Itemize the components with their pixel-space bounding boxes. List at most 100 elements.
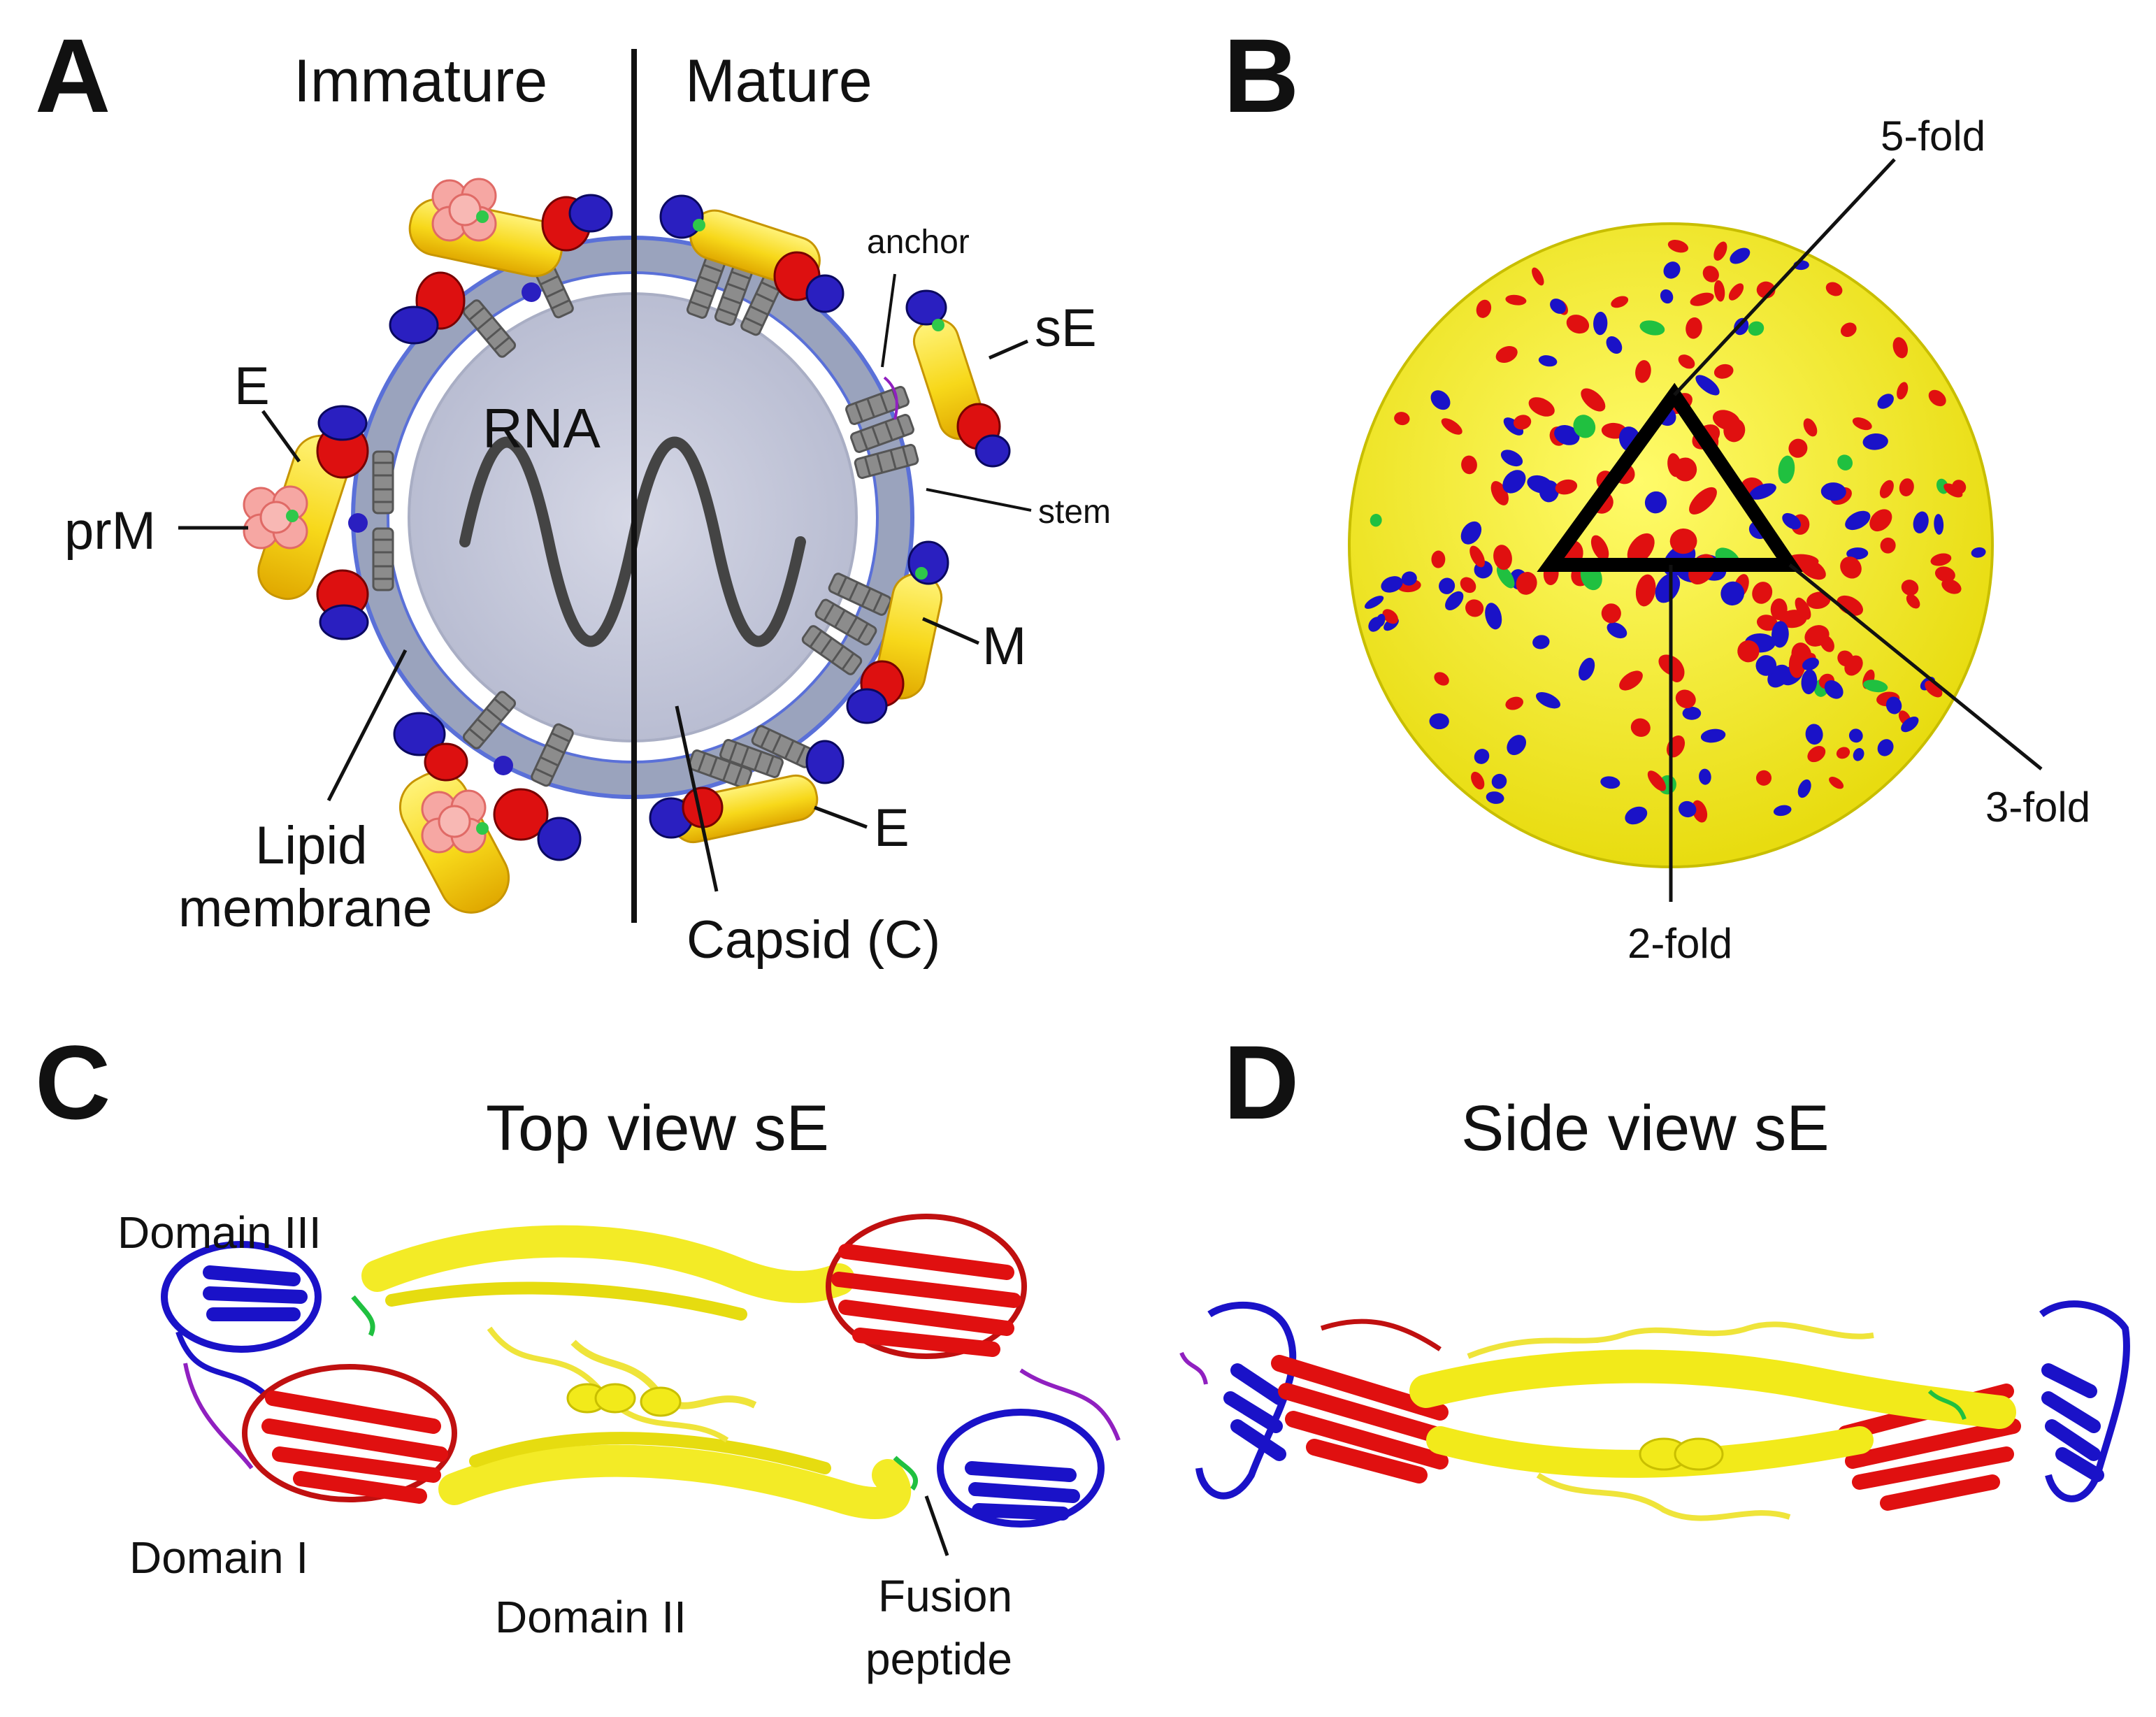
surface-patch xyxy=(1429,713,1449,730)
surface-patch xyxy=(1394,412,1410,426)
surface-patch xyxy=(1807,746,1826,763)
surface-patch xyxy=(1879,480,1894,498)
e-right-leader xyxy=(814,805,868,829)
surface-patch xyxy=(1678,354,1695,369)
surface-patch xyxy=(1678,800,1697,818)
se-leader xyxy=(989,339,1028,360)
surface-patch xyxy=(1934,514,1944,535)
immature-spike-bottom xyxy=(393,689,582,914)
surface-patch xyxy=(1840,556,1862,579)
surface-patch xyxy=(1798,558,1826,580)
surface-patch xyxy=(1899,478,1914,496)
surface-patch xyxy=(1431,550,1446,568)
surface-patch xyxy=(1737,640,1760,663)
surface-patch xyxy=(1690,292,1714,306)
surface-patch xyxy=(1845,510,1871,531)
capsid-leader xyxy=(675,705,719,892)
surface-patch xyxy=(1635,360,1651,383)
rna-label: RNA xyxy=(482,397,601,459)
fold5-label: 5-fold xyxy=(1881,113,1985,159)
surface-patch xyxy=(1862,433,1888,450)
surface-patch xyxy=(1892,337,1909,359)
surface-patch xyxy=(1601,603,1621,624)
surface-patch xyxy=(1925,680,1943,698)
surface-patch xyxy=(1778,455,1795,484)
mature-label: Mature xyxy=(685,48,872,115)
surface-patch xyxy=(1757,615,1778,631)
surface-patch xyxy=(1364,596,1384,609)
surface-patch xyxy=(1773,805,1792,817)
e-left-label: E xyxy=(234,357,270,416)
lipid-label-line1: Lipid xyxy=(255,816,368,875)
prm-label: prM xyxy=(64,501,156,561)
surface-patch xyxy=(1941,579,1962,594)
anchor-leader xyxy=(881,273,896,368)
fusion-leader xyxy=(924,1495,949,1556)
surface-patch xyxy=(1536,691,1560,709)
mature-spike-top xyxy=(659,194,845,338)
fold3-leader xyxy=(1788,563,2043,770)
surface-patch xyxy=(1730,247,1751,264)
surface-patch xyxy=(1801,669,1818,695)
surface-patch xyxy=(1495,346,1518,363)
surface-patch xyxy=(1752,582,1773,604)
fusion-label-line2: peptide xyxy=(865,1634,1012,1684)
surface-patch xyxy=(1971,547,1986,558)
surface-patch xyxy=(1600,776,1620,789)
surface-patch xyxy=(1829,777,1844,789)
mature-spike-right-upper xyxy=(844,376,920,480)
surface-patch xyxy=(1702,266,1719,282)
surface-patch xyxy=(1606,336,1623,354)
surface-patch xyxy=(1663,261,1681,279)
fold5-leader xyxy=(1673,158,1896,396)
surface-patch xyxy=(1840,322,1857,337)
surface-patch xyxy=(1853,748,1864,761)
lipid-leader xyxy=(326,649,408,802)
surface-patch xyxy=(1788,438,1808,458)
panel-letter-b: B xyxy=(1223,17,1299,134)
surface-patch xyxy=(1901,580,1919,596)
surface-patch xyxy=(1692,800,1708,823)
surface-patch xyxy=(1877,739,1894,756)
panel-letter-d: D xyxy=(1223,1023,1299,1141)
mature-spike-right-middle xyxy=(800,540,949,724)
surface-patch xyxy=(1755,770,1772,786)
surface-patch xyxy=(1803,418,1818,437)
e-right-label: E xyxy=(874,798,910,858)
surface-patch xyxy=(1686,317,1702,339)
immature-spikes xyxy=(243,178,613,914)
surface-patch xyxy=(1824,680,1844,699)
surface-patch xyxy=(1880,537,1896,554)
surface-patch xyxy=(1713,364,1734,379)
surface-patch xyxy=(1728,283,1744,301)
panel-d-title: Side view sE xyxy=(1461,1093,1830,1164)
surface-patch xyxy=(1486,791,1504,804)
surface-patch xyxy=(1928,389,1946,407)
surface-patch xyxy=(1590,535,1609,561)
surface-patch xyxy=(1491,773,1507,789)
surface-patch xyxy=(1675,689,1696,709)
surface-patch xyxy=(1505,696,1523,710)
surface-patch xyxy=(1538,355,1558,367)
surface-patch xyxy=(1627,533,1655,564)
surface-patch xyxy=(1655,573,1681,603)
surface-patch xyxy=(1460,521,1482,545)
surface-patch xyxy=(1441,418,1463,435)
surface-patch xyxy=(1943,483,1963,498)
surface-patch xyxy=(1669,528,1697,554)
surface-patch xyxy=(1382,609,1398,624)
surface-patch xyxy=(1802,657,1820,670)
surface-patch xyxy=(1695,375,1720,396)
surface-patch xyxy=(1505,294,1527,306)
mature-spike-bottom xyxy=(649,724,845,844)
surface-patch xyxy=(1797,779,1811,798)
surface-patch xyxy=(1430,390,1451,410)
surface-patch xyxy=(1820,635,1834,652)
surface-patch xyxy=(1782,512,1801,530)
immature-spike-top xyxy=(389,178,613,360)
mature-spikes xyxy=(649,194,1011,844)
surface-patch xyxy=(1376,613,1386,627)
surface-patch xyxy=(1434,672,1449,686)
surface-patch xyxy=(1647,770,1667,791)
